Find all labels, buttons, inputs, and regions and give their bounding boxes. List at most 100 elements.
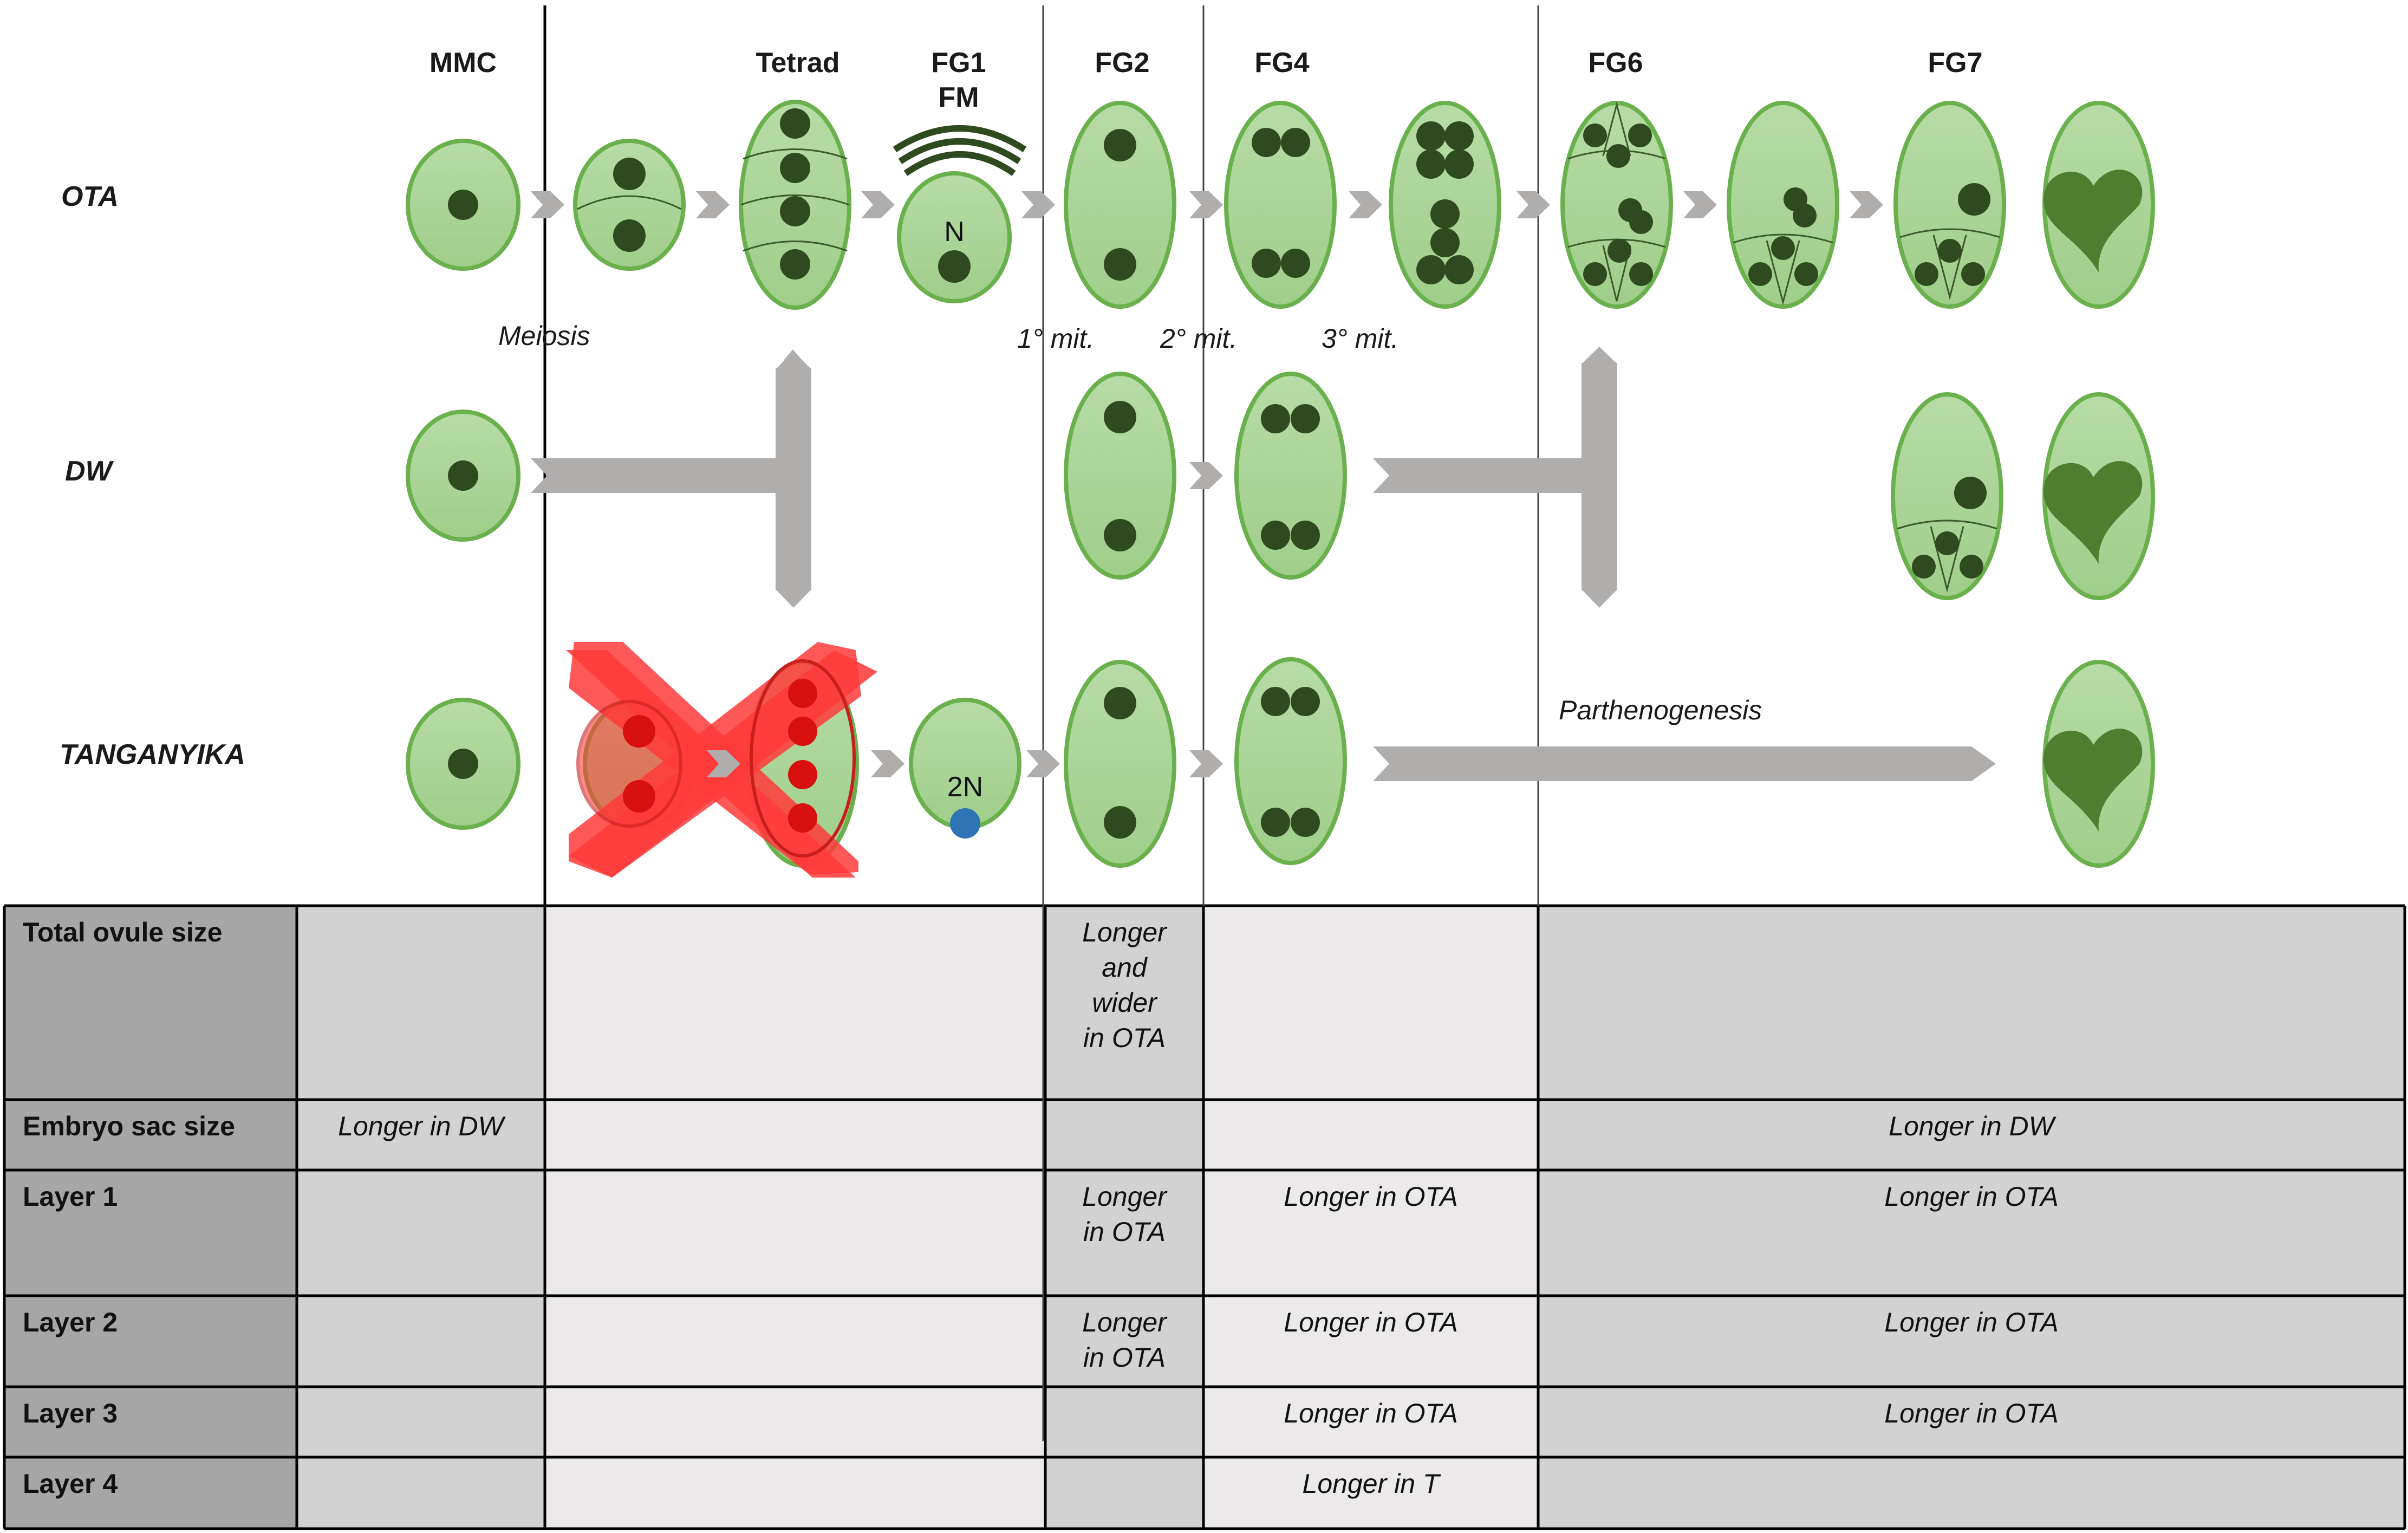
stage-label-fg1: FG1 (931, 47, 986, 79)
dw-fg2-cell (1064, 372, 1176, 580)
aborted-tetrad-nucleus-2 (788, 760, 817, 789)
dw-mitosis-skip-bar (1373, 458, 1598, 493)
table-cell-bg (1538, 906, 2405, 1100)
nucleus (1281, 249, 1310, 278)
stage-label-tetrad: Tetrad (756, 47, 839, 79)
table-cell-bg (297, 1457, 545, 1529)
ota-arrow-9 (1850, 191, 1883, 218)
table-cell-bg (1203, 1387, 1538, 1457)
table-cell-bg (297, 1387, 545, 1457)
stage-label-mmc: MMC (429, 47, 497, 79)
nucleus (1444, 255, 1474, 284)
genotype-tanganyika: TANGANYIKA (60, 739, 245, 770)
ota-fm-nucleus (938, 250, 971, 283)
table-cell-bg (545, 906, 1045, 1100)
nucleus (1291, 404, 1320, 433)
table-cell-bg (4, 1100, 297, 1170)
ota-tetrad-nucleus-0 (780, 108, 810, 139)
development-pathways: N2N (406, 100, 2155, 878)
stage-label-fm: FM (938, 82, 979, 113)
cell-wall (1733, 233, 1833, 244)
nucleus (1291, 808, 1320, 837)
dw-fg7-central-nucleus (1954, 477, 1987, 509)
table-cell-bg (1538, 1100, 2405, 1170)
table-cell-bg (1045, 1387, 1203, 1457)
nucleus (1104, 248, 1136, 281)
ota-arrow-3 (861, 191, 895, 218)
tanganyika-arrow-3 (1189, 750, 1223, 777)
label-mit1: 1° mit. (1017, 323, 1094, 354)
nucleus (1628, 124, 1652, 147)
stage-label-fg6: FG6 (1588, 47, 1643, 79)
dw-block-bar-2-top (1582, 347, 1617, 364)
cell-wall (743, 241, 848, 252)
dw-fg4-cell (1234, 372, 1347, 580)
table-cell-bg (297, 1100, 545, 1170)
table-cell-bg (545, 1387, 1045, 1457)
tanganyika-arrow-1 (871, 750, 904, 777)
row-label: Layer 2 (23, 1307, 118, 1337)
table-cell-bg (1203, 1100, 1538, 1170)
row-label: Layer 1 (23, 1181, 118, 1212)
ota-embryo (2043, 170, 2143, 272)
table-cell-text: Longer in OTA (1884, 1398, 2058, 1428)
nucleus (1261, 808, 1290, 837)
cell-wall (1766, 240, 1800, 306)
ota-fg7-cell (1893, 101, 2006, 309)
aborted-dyad-nucleus-bottom (623, 780, 655, 813)
table-cell-bg (1203, 1457, 1538, 1529)
tanganyika-embryo (2043, 729, 2143, 832)
row-label: Total ovule size (23, 917, 223, 947)
nucleus (1104, 401, 1136, 433)
cell-wall (740, 194, 850, 206)
aborted-tetrad-outline (750, 659, 856, 858)
nucleus (1607, 239, 1631, 263)
tanganyika-ploidy-label: 2N (947, 771, 983, 803)
dw-block-bar-2-bottom (1582, 589, 1617, 608)
nucleus (1252, 249, 1281, 278)
table-cell-bg (1538, 1296, 2405, 1387)
nucleus (1261, 404, 1290, 433)
cell-wall (1602, 101, 1631, 157)
nucleus (1771, 236, 1795, 260)
tanganyika-arrow-aborted (707, 750, 740, 777)
genotype-ota: OTA (61, 181, 119, 212)
label-parthenogenesis: Parthenogenesis (1559, 695, 1762, 725)
dw-arrow-1 (1189, 462, 1223, 489)
table-cell-bg (1203, 1296, 1538, 1387)
ota-dyad-nucleus-bottom (613, 219, 646, 252)
tanganyika-arrow-2 (1026, 750, 1060, 777)
nucleus (1960, 555, 1983, 579)
dw-meiosis-skip-bar (531, 458, 785, 493)
nucleus (1104, 519, 1136, 551)
cell-wall (1897, 519, 1997, 530)
table-cell-bg (4, 1170, 297, 1296)
ota-arrow-2 (696, 191, 730, 218)
nucleus (1583, 262, 1607, 286)
ota-dyad-cell (573, 139, 686, 271)
dw-block-bar-1-bottom (776, 589, 811, 608)
stage-label-fg7: FG7 (1928, 47, 1982, 79)
ota-tetrad-nucleus-1 (780, 153, 810, 183)
table-cell-bg (1045, 1296, 1203, 1387)
stage-headers: MMC Tetrad FG1 FM FG2 FG4 FG6 FG7 (429, 47, 1983, 113)
nucleus (1935, 531, 1959, 555)
nucleus (1416, 150, 1446, 179)
nucleus (1104, 687, 1136, 719)
nucleus (1583, 124, 1607, 147)
tanganyika-diploid-nucleus (950, 808, 980, 839)
table-cell-bg (297, 1296, 545, 1387)
table-cell-text: Longer in OTA (1284, 1181, 1457, 1212)
table-cell-bg (545, 1296, 1045, 1387)
row-label: Layer 3 (23, 1398, 118, 1428)
stage-label-fg2: FG2 (1095, 47, 1149, 79)
nucleus (1104, 129, 1136, 161)
table-cell-bg (1538, 1387, 2405, 1457)
table-cell-line: Longer (1082, 917, 1168, 947)
ota-fg6-cell (1560, 101, 1673, 309)
dw-embryo (2043, 461, 2143, 564)
degenerating-megaspore-arc (898, 138, 1021, 164)
aborted-tetrad-nucleus-0 (788, 679, 817, 708)
